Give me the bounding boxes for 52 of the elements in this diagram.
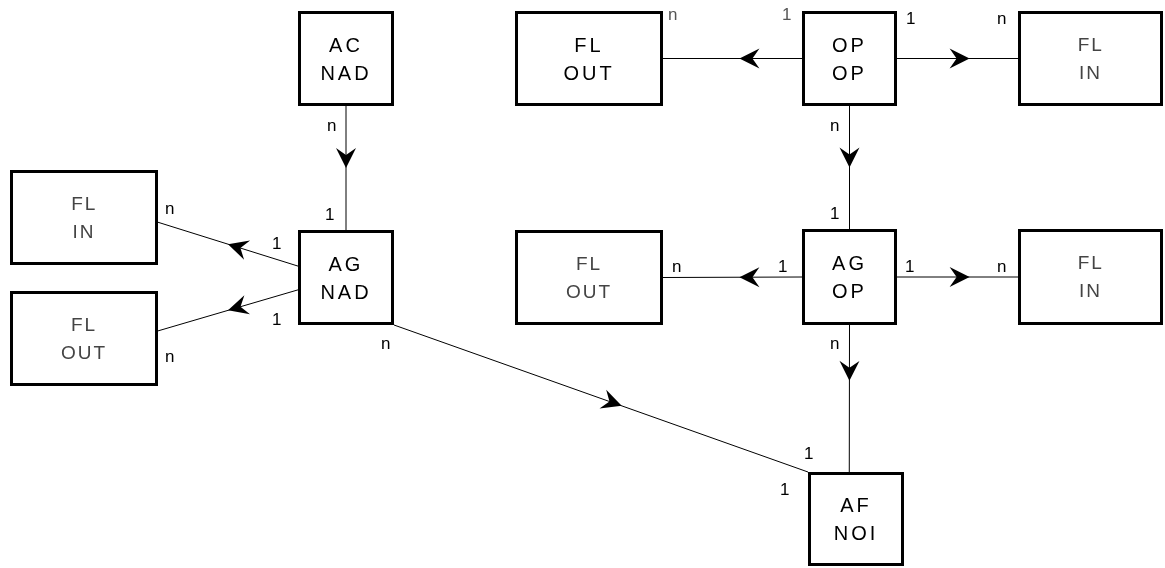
entity-name: FL IN [1077, 251, 1104, 303]
cardinality-label: 1 [830, 203, 840, 225]
arrow [662, 48, 803, 69]
entity-box [10, 170, 158, 265]
cardinality-label: n [830, 333, 840, 355]
entity-box [802, 11, 897, 106]
arrow [157, 289, 299, 332]
entity-box [808, 472, 904, 566]
entity-box [802, 229, 897, 325]
entity-name: FL IN [1077, 32, 1104, 85]
arrow [157, 221, 299, 267]
cardinality-label: n [381, 333, 391, 355]
entity-name: OP OP [832, 32, 867, 86]
cardinality-label: 1 [778, 256, 788, 278]
entity-box [515, 11, 663, 106]
arrow [662, 267, 803, 288]
arrow [336, 105, 356, 231]
entity-name: FL OUT [60, 312, 108, 365]
cardinality-label: n [668, 4, 678, 26]
cardinality-label: n [672, 256, 682, 278]
entity-name: FL IN [71, 191, 97, 244]
arrow [896, 267, 1019, 287]
cardinality-label: 1 [272, 233, 282, 255]
entity-name: FL OUT [565, 251, 613, 304]
cardinality-label: 1 [906, 8, 916, 30]
cardinality-label: 1 [804, 443, 814, 465]
entity-box [515, 230, 663, 325]
cardinality-label: n [830, 115, 840, 137]
cardinality-label: n [997, 8, 1007, 30]
entity-box [298, 11, 394, 106]
entity-box [298, 230, 394, 325]
cardinality-label: 1 [272, 309, 282, 331]
cardinality-label: n [165, 346, 175, 368]
cardinality-label: 1 [325, 204, 335, 226]
arrow [839, 324, 860, 473]
entity-box [10, 291, 158, 386]
entity-name: AF NOI [833, 493, 879, 546]
entity-name: FL OUT [563, 32, 615, 86]
cardinality-label: n [327, 115, 337, 137]
arrow [896, 48, 1019, 69]
entity-name: AC NAD [320, 32, 372, 86]
entity-name: AG OP [832, 251, 867, 304]
arrow [839, 105, 860, 230]
entity-box [1018, 229, 1163, 325]
entity-box [1018, 11, 1163, 106]
arrow [393, 324, 809, 473]
cardinality-label: 1 [780, 479, 790, 501]
cardinality-label: n [165, 198, 175, 220]
cardinality-label: 1 [782, 4, 792, 26]
entity-name: AG NAD [320, 251, 372, 305]
cardinality-label: n [997, 256, 1007, 278]
cardinality-label: 1 [905, 256, 915, 278]
